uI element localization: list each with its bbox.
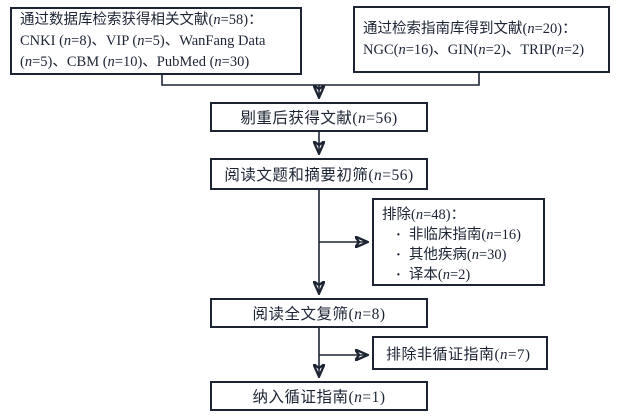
source-guideline-line2: NGC(n=16)、GIN(n=2)、TRIP(n=2): [363, 41, 585, 58]
step-fulltext-label: 阅读全文复筛(n=8): [252, 306, 386, 323]
source-box-database-search: 通过数据库检索获得相关文献(n=58)： CNKI (n=8)、VIP (n=5…: [10, 7, 302, 75]
step-included-label: 纳入循证指南(n=1): [252, 389, 386, 406]
step-box-fulltext-screen: 阅读全文复筛(n=8): [210, 298, 428, 328]
source-database-line1: 通过数据库检索获得相关文献(n=58)：: [20, 11, 263, 28]
exclusion-item-non-clinical: 非临床指南(n=16): [382, 225, 537, 245]
exclusion-box-initial: 排除(n=48)： 非临床指南(n=16) 其他疾病(n=30) 译本(n=2): [372, 198, 545, 286]
step-box-included: 纳入循证指南(n=1): [210, 381, 428, 411]
step-box-title-abstract-screen: 阅读文题和摘要初筛(n=56): [210, 158, 428, 190]
exclusion-item-other-disease: 其他疾病(n=30): [382, 245, 537, 265]
step-box-deduplicated: 剔重后获得文献(n=56): [210, 102, 428, 132]
exclusion-box-non-evidence-based: 排除非循证指南(n=7): [372, 336, 548, 370]
exclusion-initial-title: 排除(n=48)：: [382, 207, 466, 223]
source-database-line2: CNKI (n=8)、VIP (n=5)、WanFang Data: [20, 32, 266, 49]
step-title-abstract-label: 阅读文题和摘要初筛(n=56): [224, 167, 414, 184]
step-deduplicated-label: 剔重后获得文献(n=56): [240, 110, 398, 127]
source-box-guideline-library: 通过检索指南库得到文献(n=20)： NGC(n=16)、GIN(n=2)、TR…: [353, 6, 610, 73]
source-guideline-line1: 通过检索指南库得到文献(n=20)：: [363, 20, 577, 37]
exclusion-non-evidence-label: 排除非循证指南(n=7): [386, 346, 531, 363]
source-database-line3: (n=5)、CBM (n=10)、PubMed (n=30): [20, 53, 250, 70]
exclusion-item-translation: 译本(n=2): [382, 265, 537, 285]
